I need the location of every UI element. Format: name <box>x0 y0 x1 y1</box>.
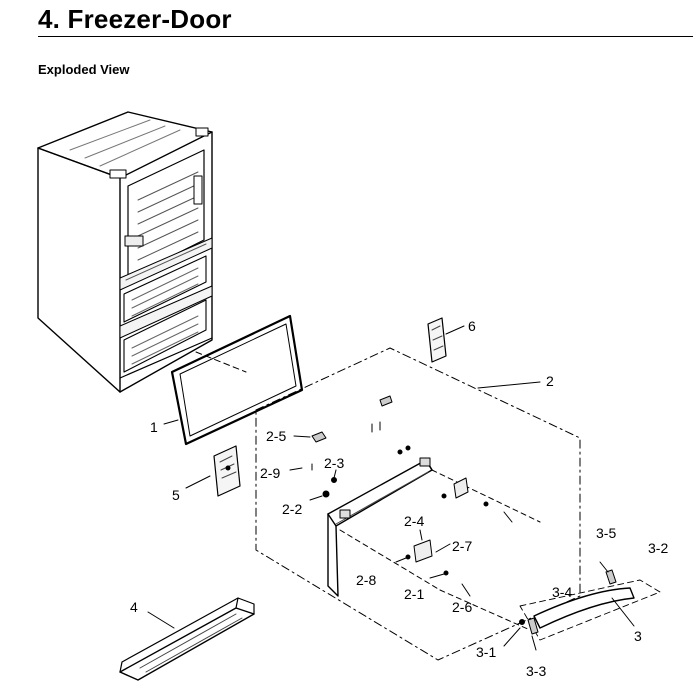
callout-5: 5 <box>172 487 180 503</box>
title-rule <box>38 36 693 37</box>
hardware-parts <box>289 395 513 597</box>
callout-2-5: 2-5 <box>266 428 286 444</box>
callout-2-4: 2-4 <box>404 513 424 529</box>
callout-6: 6 <box>468 318 476 334</box>
callout-2-9: 2-9 <box>260 465 280 481</box>
callout-2: 2 <box>546 373 554 389</box>
callout-3-5: 3-5 <box>596 525 616 541</box>
callout-3-1: 3-1 <box>476 644 496 660</box>
callout-labels: 1 2 2-1 2-2 2-3 2-4 2-5 2-6 2-7 2-8 2-9 … <box>130 318 668 679</box>
callout-1: 1 <box>150 419 158 435</box>
part-3-handle-assembly <box>503 561 661 651</box>
callout-3-4: 3-4 <box>552 584 572 600</box>
part-1-gasket <box>163 314 304 446</box>
part-2-door-assembly-outline <box>255 347 581 661</box>
callout-2-8: 2-8 <box>356 572 376 588</box>
part-4-bottom-guard <box>119 597 255 681</box>
part-6-hinge-bracket <box>427 317 465 363</box>
callout-4: 4 <box>130 599 138 615</box>
callout-2-3: 2-3 <box>324 455 344 471</box>
callout-3-2: 3-2 <box>648 540 668 556</box>
page-title: 4. Freezer-Door <box>38 4 232 34</box>
callout-2-6: 2-6 <box>452 599 472 615</box>
refrigerator-cabinet <box>37 111 213 393</box>
callout-3: 3 <box>634 628 642 644</box>
part-5-hinge-bracket <box>185 445 241 497</box>
callout-2-7: 2-7 <box>452 538 472 554</box>
section-subtitle: Exploded View <box>38 62 130 77</box>
freezer-door-panel <box>327 457 541 631</box>
callout-2-2: 2-2 <box>282 501 302 517</box>
callout-2-1: 2-1 <box>404 586 424 602</box>
callout-3-3: 3-3 <box>526 663 546 679</box>
